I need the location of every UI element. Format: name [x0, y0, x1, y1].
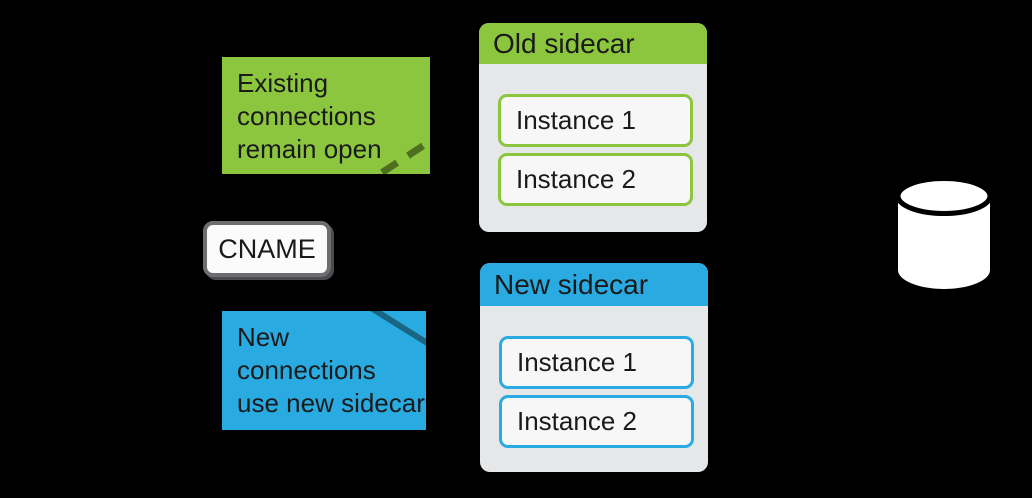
instance-label: Instance 2 — [517, 406, 637, 436]
instance-label: Instance 1 — [517, 347, 637, 377]
new-sidecar-panel: New sidecar Instance 1 Instance 2 — [480, 263, 708, 472]
callout-text-line: connections — [237, 355, 376, 385]
callout-text-line: connections — [237, 101, 376, 131]
existing-connections-callout: Existing connections remain open — [222, 57, 430, 174]
new-connections-callout: New connections use new sidecar — [222, 311, 426, 430]
old-sidecar-instance-1: Instance 1 — [498, 94, 693, 147]
callout-text-line: use new sidecar — [237, 388, 425, 418]
cname-node: CNAME — [203, 221, 331, 277]
instance-label: Instance 1 — [516, 105, 636, 135]
cname-label: CNAME — [218, 233, 316, 264]
callout-text-line: New — [237, 322, 290, 352]
old-sidecar-instance-2: Instance 2 — [498, 153, 693, 206]
old-sidecar-panel: Old sidecar Instance 1 Instance 2 — [479, 23, 707, 232]
callout-text-line: remain open — [237, 134, 382, 164]
new-sidecar-instance-2: Instance 2 — [499, 395, 694, 448]
new-sidecar-instance-1: Instance 1 — [499, 336, 694, 389]
old-sidecar-title: Old sidecar — [479, 23, 707, 64]
instance-label: Instance 2 — [516, 164, 636, 194]
new-sidecar-title: New sidecar — [480, 263, 708, 306]
database-icon — [895, 176, 993, 290]
callout-text-line: Existing — [237, 68, 329, 98]
